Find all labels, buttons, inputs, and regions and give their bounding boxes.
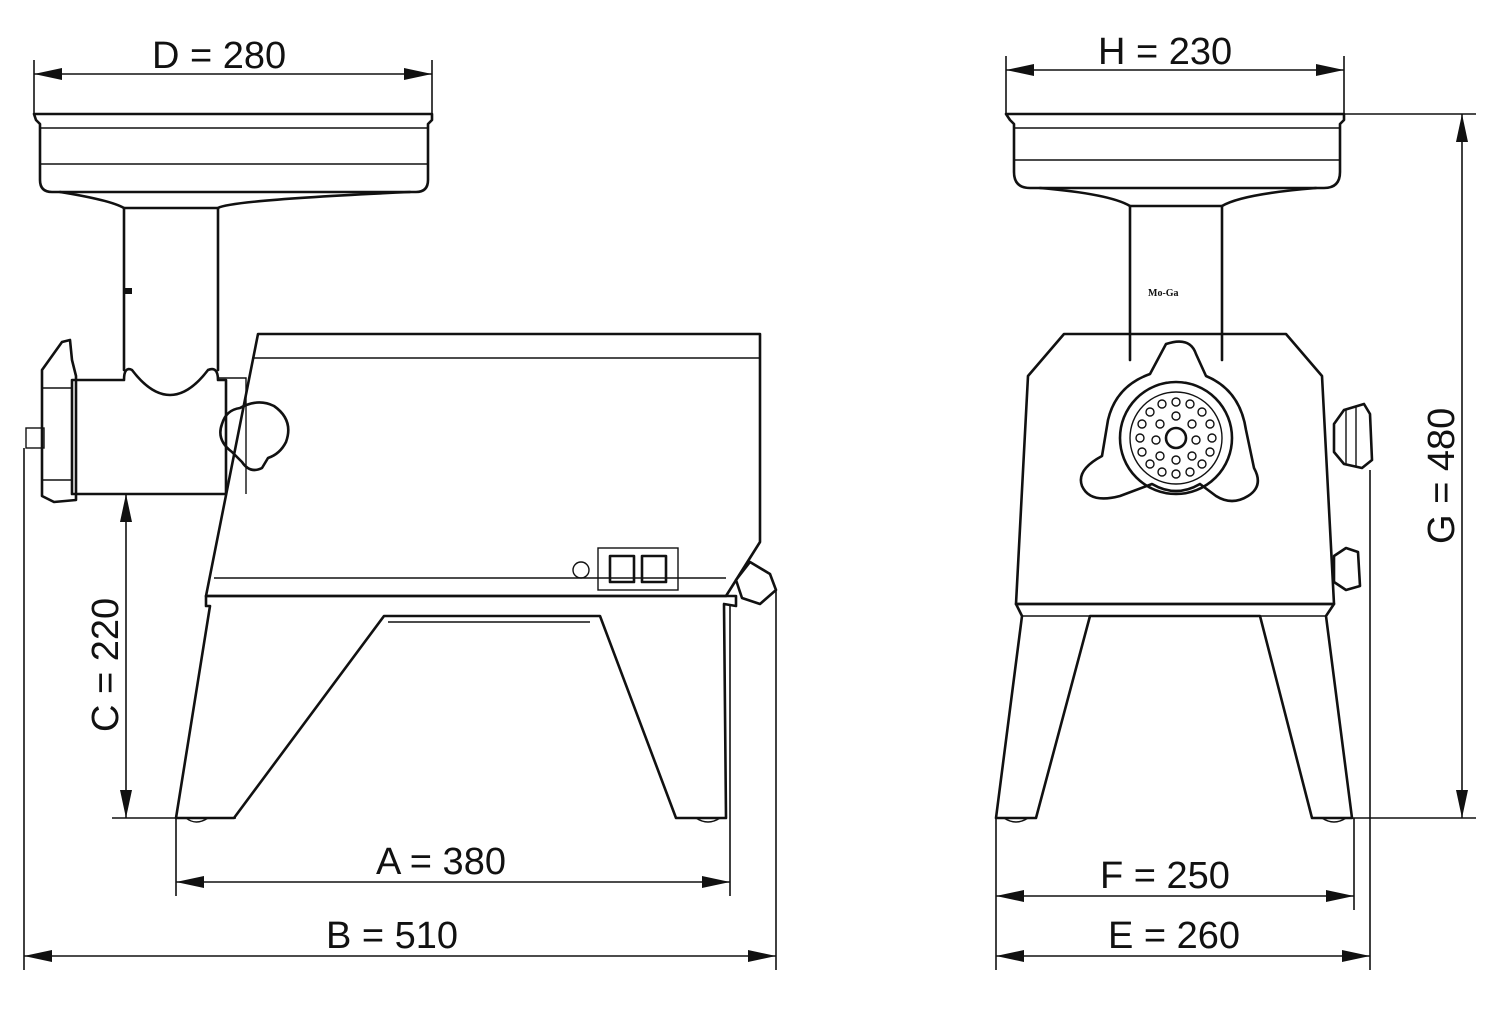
label-H: H = 230 xyxy=(1098,31,1232,73)
dimension-labels: D = 280 H = 230 A = 380 B = 510 F = 250 … xyxy=(85,31,1463,957)
label-A: A = 380 xyxy=(376,841,506,883)
dimension-lines xyxy=(23,56,1476,970)
label-D: D = 280 xyxy=(152,35,286,77)
label-E: E = 260 xyxy=(1108,915,1240,957)
side-barrel xyxy=(70,367,228,496)
label-C: C = 220 xyxy=(85,598,127,732)
side-view xyxy=(25,112,778,823)
side-switch-right xyxy=(640,554,668,584)
front-view: Mo-Ga xyxy=(994,112,1374,823)
side-base-stand xyxy=(174,594,738,820)
front-grinder-holes xyxy=(1135,397,1217,479)
side-hopper-tray xyxy=(32,112,434,194)
front-side-knob xyxy=(1332,402,1374,470)
label-G: G = 480 xyxy=(1421,408,1463,544)
side-locking-knob xyxy=(219,401,290,472)
front-motor-body xyxy=(1014,332,1336,606)
side-end-cap xyxy=(40,338,78,504)
front-base-stand xyxy=(994,602,1354,820)
brand-mark: Mo-Ga xyxy=(1148,288,1179,299)
side-switch-panel xyxy=(597,547,679,591)
front-grinder-head xyxy=(1079,340,1260,503)
side-indicator-light xyxy=(572,561,590,579)
label-F: F = 250 xyxy=(1100,855,1230,897)
side-hopper-funnel xyxy=(58,190,412,210)
front-hopper-tray xyxy=(1004,112,1346,190)
label-B: B = 510 xyxy=(326,915,458,957)
side-motor-body xyxy=(204,332,762,598)
front-neck xyxy=(1128,204,1224,362)
side-switch-left xyxy=(608,554,636,584)
front-cable-gland xyxy=(1332,546,1362,592)
side-neck xyxy=(122,206,220,372)
